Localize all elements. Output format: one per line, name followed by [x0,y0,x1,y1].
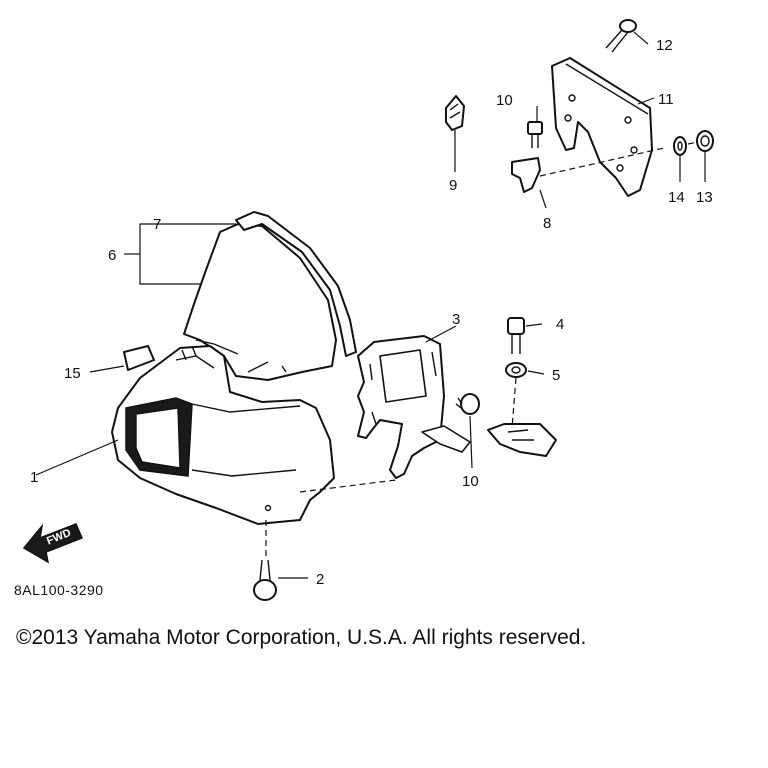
callout-13: 13 [696,189,713,206]
part-5-nut [505,362,527,378]
callouts: 1 2 3 4 5 6 7 8 9 10 10 11 12 13 14 15 [30,37,713,588]
part-1-cowl [111,345,335,525]
callout-14: 14 [668,189,685,206]
fwd-arrow: FWD [22,523,83,564]
part-11-bracket [551,57,653,197]
part-6-windshield [183,223,337,381]
leader-lines [35,31,706,579]
alignment-lines [265,141,699,560]
callout-8: 8 [543,215,551,232]
part-13-nut [696,130,714,152]
mount-plate [487,423,557,457]
callout-3: 3 [452,311,460,328]
part-3-stay [357,335,471,479]
part-4-bolt [507,317,525,354]
callout-11: 11 [658,91,674,108]
part-7-trim [235,211,357,357]
part-14-washer [673,136,687,156]
callout-9: 9 [449,177,457,194]
figure-code: 8AL100-3290 [14,582,104,598]
callout-10b: 10 [462,473,479,490]
callout-10a: 10 [496,92,513,109]
callout-6: 6 [108,247,116,264]
part-10-screw-upper [527,121,543,148]
part-15-decal [123,345,155,371]
part-8-bracket [511,157,541,193]
part-12-bolt [605,19,637,53]
callout-12: 12 [656,37,673,54]
part-10-screw-lower [455,393,480,415]
callout-1: 1 [30,469,38,486]
callout-15: 15 [64,365,81,382]
callout-4: 4 [556,316,564,333]
copyright-notice: ©2013 Yamaha Motor Corporation, U.S.A. A… [16,626,587,649]
callout-2: 2 [316,571,324,588]
callout-7: 7 [153,216,161,233]
part-9-clip [445,95,465,131]
callout-5: 5 [552,367,560,384]
part-2-bolt [253,559,277,601]
